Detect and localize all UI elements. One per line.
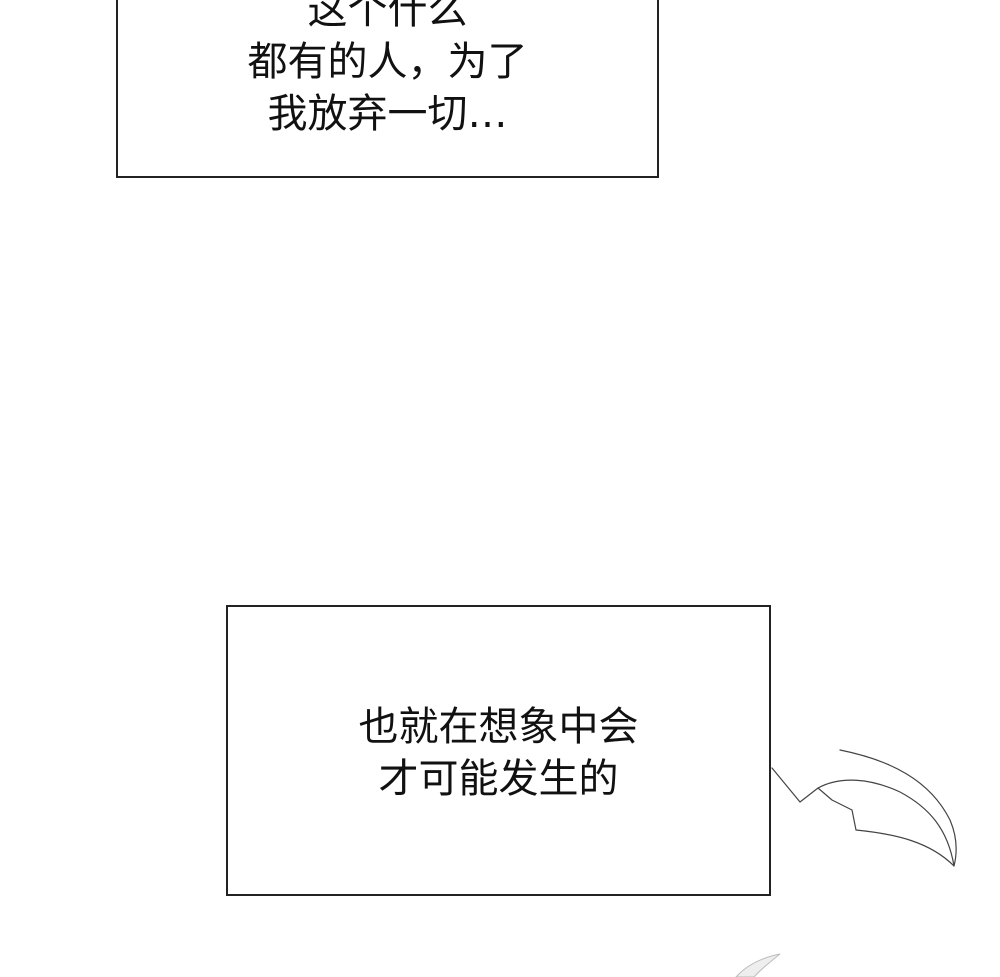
narration-box-bottom: 也就在想象中会 才可能发生的 bbox=[226, 605, 771, 896]
narration-line: 都有的人，为了 bbox=[247, 39, 528, 85]
narration-line: 这个什么 bbox=[307, 0, 468, 33]
narration-line: 才可能发生的 bbox=[378, 756, 619, 802]
narration-line: 我放弃一切… bbox=[267, 91, 508, 137]
narration-text-bottom: 也就在想象中会 才可能发生的 bbox=[228, 701, 769, 805]
narration-box-top: 这个什么 都有的人，为了 我放弃一切… bbox=[116, 0, 659, 178]
swoosh-line-art bbox=[771, 749, 957, 867]
corner-line-art bbox=[735, 953, 781, 977]
narration-text-top: 这个什么 都有的人，为了 我放弃一切… bbox=[118, 0, 657, 140]
narration-line: 也就在想象中会 bbox=[358, 704, 639, 750]
